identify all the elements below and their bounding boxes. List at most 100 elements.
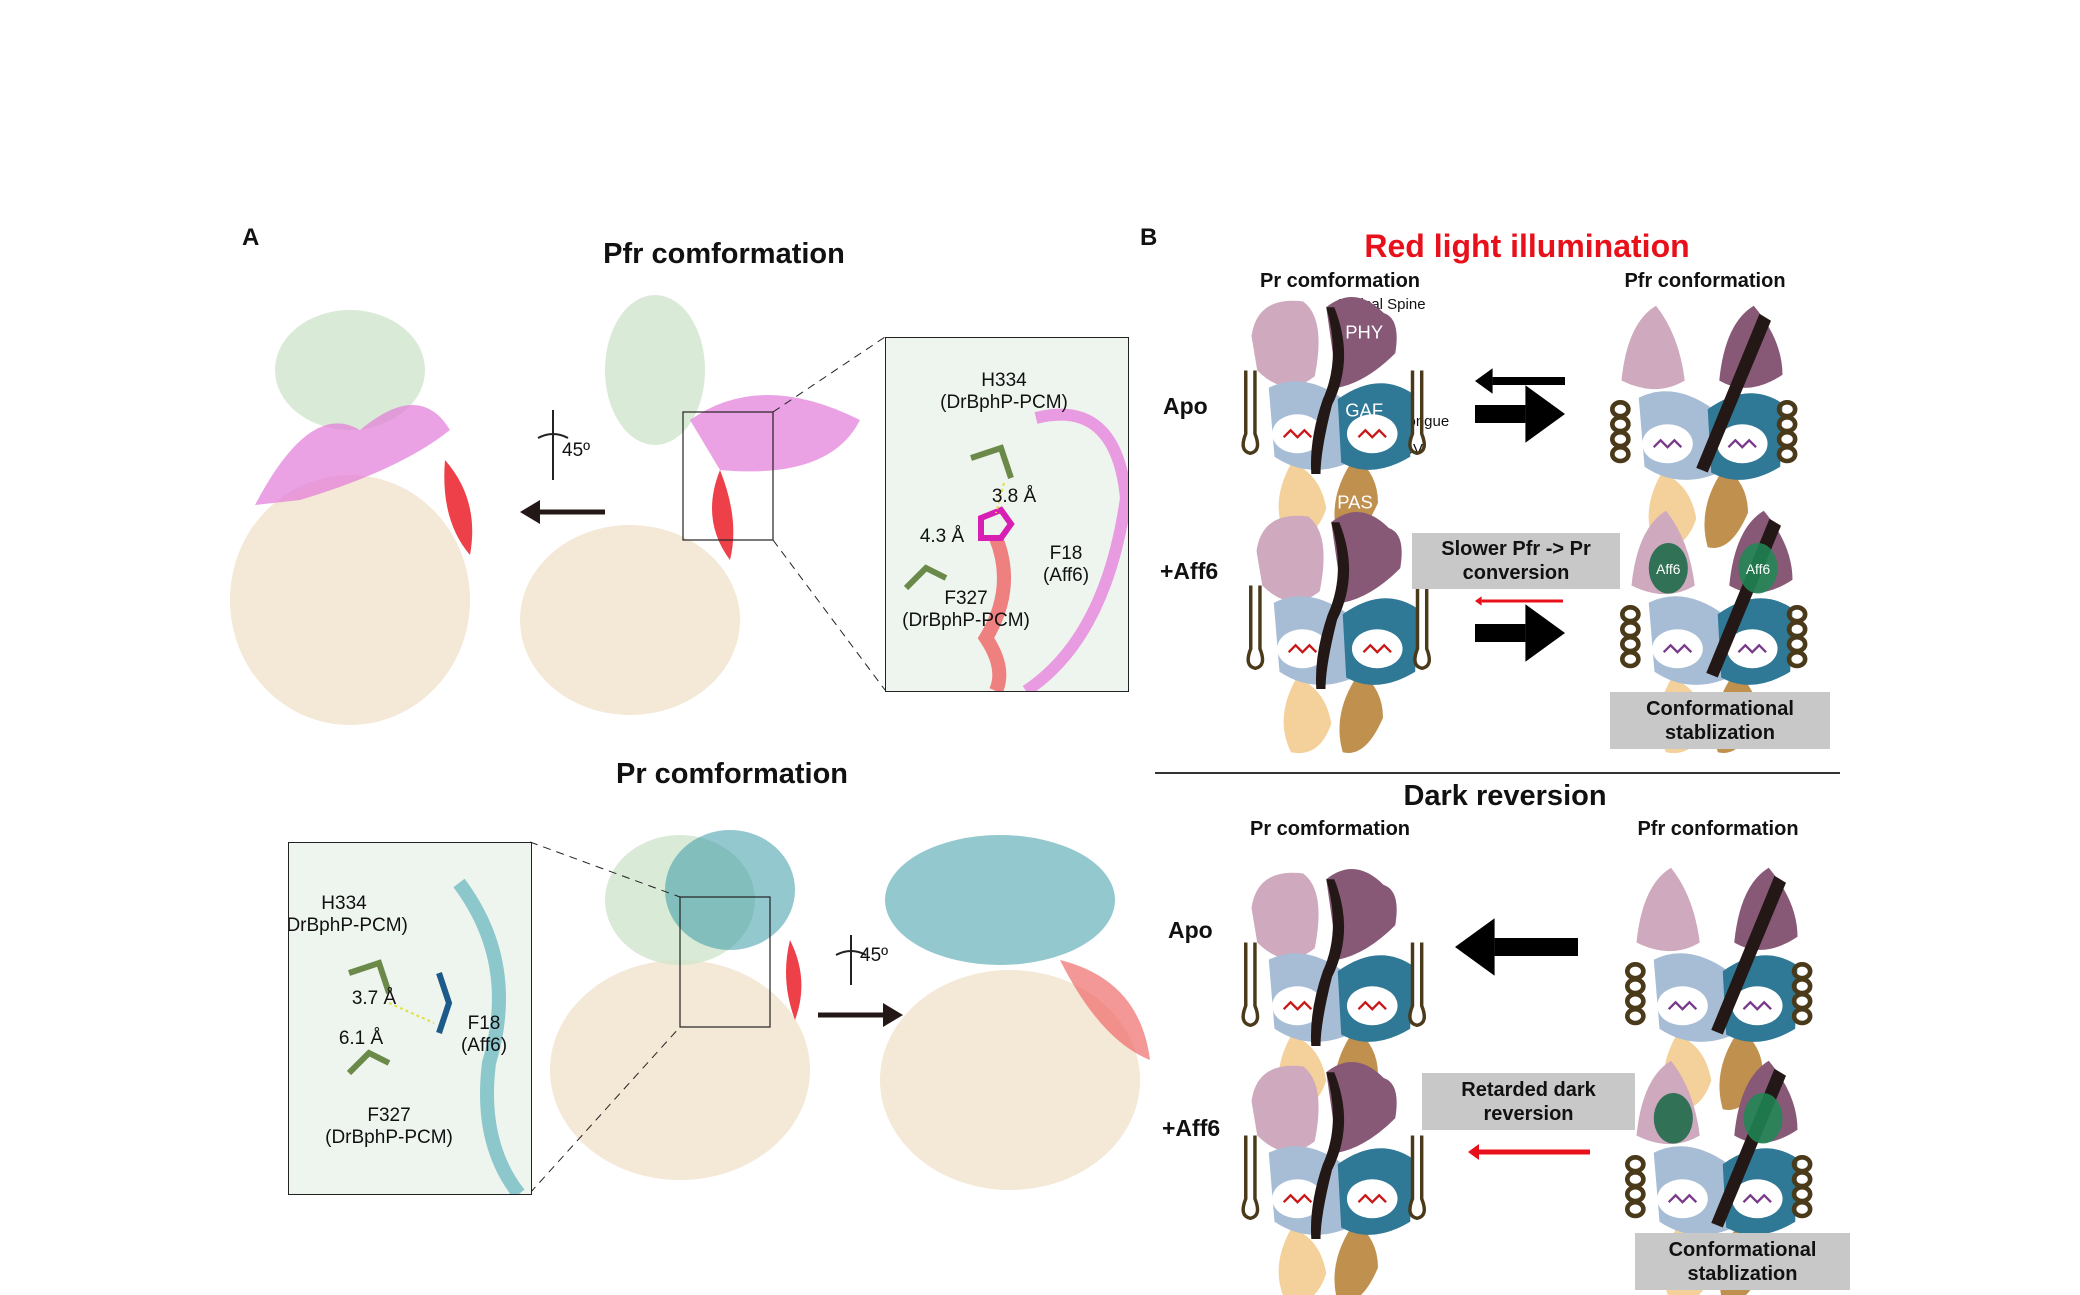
tongue-coil xyxy=(1620,649,1641,669)
forward-arrow-red-aff6-head xyxy=(1525,604,1565,662)
biliverdin xyxy=(1357,1000,1387,1011)
reverse-arrow-red-apo-head xyxy=(1475,368,1493,394)
bv-pocket xyxy=(1346,414,1398,454)
tongue-coil xyxy=(1791,1199,1813,1219)
bv-pocket xyxy=(1642,424,1693,464)
distance-label-1: 3.8 Å xyxy=(991,486,1037,507)
distance-label-2: 4.3 Å xyxy=(919,526,965,547)
aff6-mark: Aff6 xyxy=(1746,562,1771,577)
red-apo-label: Apo xyxy=(1163,393,1208,419)
tongue-hairpin xyxy=(1408,370,1427,456)
phy-left xyxy=(1251,1065,1319,1152)
phy-right xyxy=(1326,869,1397,960)
tongue-coil xyxy=(1776,444,1798,464)
helical-spine xyxy=(1315,522,1350,689)
tongue-coil xyxy=(1610,400,1631,419)
distance-label-1: 3.7 Å xyxy=(351,988,397,1009)
helical-spine xyxy=(1696,313,1771,473)
bv-pocket xyxy=(1716,424,1768,464)
bv-pocket xyxy=(1346,1179,1398,1219)
tongue-coil xyxy=(1610,429,1631,449)
red-aff6-label: +Aff6 xyxy=(1160,558,1219,584)
h334-label: H334(DrBphP-PCM) xyxy=(288,893,408,936)
tongue-coil xyxy=(1786,634,1808,654)
bv-pocket xyxy=(1657,986,1708,1026)
helical-spine xyxy=(1310,307,1345,474)
cartoon-red-apo-pfr xyxy=(1610,305,1798,549)
biliverdin xyxy=(1662,643,1693,654)
bv-pocket xyxy=(1726,629,1778,669)
dark-pr-header: Pr comformation xyxy=(1249,818,1411,840)
biliverdin xyxy=(1742,1000,1772,1011)
tongue-coil xyxy=(1625,1184,1646,1204)
bv-pocket xyxy=(1351,629,1403,669)
bv-pocket xyxy=(1272,414,1323,454)
cartoon-red-aff6-pr xyxy=(1246,512,1432,754)
phy-left xyxy=(1251,872,1319,959)
panel-b-label: B xyxy=(1140,224,1158,251)
tongue-coil xyxy=(1791,991,1813,1011)
biliverdin xyxy=(1667,1193,1698,1204)
biliverdin xyxy=(1282,1193,1313,1204)
h334-label: H334(DrBphP-PCM) xyxy=(940,370,1068,413)
distance-label-2: 6.1 Å xyxy=(338,1028,384,1049)
rotation-label-top: 45º xyxy=(562,440,591,461)
gaf-label: GAF xyxy=(1345,400,1383,421)
bv-pocket xyxy=(1277,629,1328,669)
aff6-mark: Aff6 xyxy=(1656,562,1681,577)
dark-pfr-header: Pfr conformation xyxy=(1637,818,1799,840)
panel-a-label: A xyxy=(242,224,260,251)
tongue-coil xyxy=(1625,962,1646,981)
tongue-coil xyxy=(1791,1184,1813,1204)
tongue-coil xyxy=(1625,1155,1646,1174)
helical-spine xyxy=(1711,875,1786,1035)
biliverdin xyxy=(1357,1193,1387,1204)
biliverdin xyxy=(1362,643,1392,654)
tongue-coil xyxy=(1625,991,1646,1011)
tongue-coil xyxy=(1625,976,1646,996)
tongue-hairpin xyxy=(1413,585,1432,671)
biliverdin xyxy=(1282,1000,1313,1011)
phy-left xyxy=(1636,867,1700,952)
aff6-ligand xyxy=(1738,542,1778,594)
aff6-ligand xyxy=(1743,1092,1783,1144)
tongue-coil xyxy=(1620,634,1641,654)
bv-pocket xyxy=(1731,1179,1783,1219)
biliverdin xyxy=(1287,643,1318,654)
f18-label: F18(Aff6) xyxy=(1042,543,1090,586)
bv-pocket xyxy=(1272,986,1323,1026)
reverse-arrow-red-aff6-head xyxy=(1475,596,1482,606)
tongue-coil xyxy=(1620,619,1641,639)
bv-pocket xyxy=(1657,1179,1708,1219)
phy-right xyxy=(1331,512,1402,603)
biliverdin xyxy=(1737,643,1767,654)
section-divider xyxy=(1155,772,1840,774)
tongue-coil xyxy=(1625,1006,1646,1026)
bv-pocket xyxy=(1346,986,1398,1026)
pfr-title: Pfr comformation xyxy=(603,238,845,270)
biliverdin xyxy=(1652,438,1683,449)
tongue-coil xyxy=(1625,1169,1646,1189)
pfr-inset-art xyxy=(903,408,1128,691)
f327-label: F327(DrBphP-PCM) xyxy=(325,1105,453,1148)
tongue-coil xyxy=(1625,1199,1646,1219)
biliverdin xyxy=(1727,438,1757,449)
tongue-coil xyxy=(1620,605,1641,624)
bv-pocket xyxy=(1272,1179,1323,1219)
biliverdin xyxy=(1282,428,1313,439)
rotation-label-bottom: 45º xyxy=(860,945,889,966)
helical-spine xyxy=(1310,1072,1345,1239)
phy-right xyxy=(1326,1062,1397,1153)
biliverdin xyxy=(1357,428,1387,439)
bv-pocket xyxy=(1731,986,1783,1026)
aff6-ligand xyxy=(1648,542,1688,594)
pr-inset: H334(DrBphP-PCM) 3.7 Å 6.1 Å F18(Aff6) F… xyxy=(288,842,532,1195)
reverse-arrow-dark-aff6-head xyxy=(1468,1144,1479,1160)
tongue-coil xyxy=(1610,414,1631,434)
pr-inset-art xyxy=(346,878,525,1194)
